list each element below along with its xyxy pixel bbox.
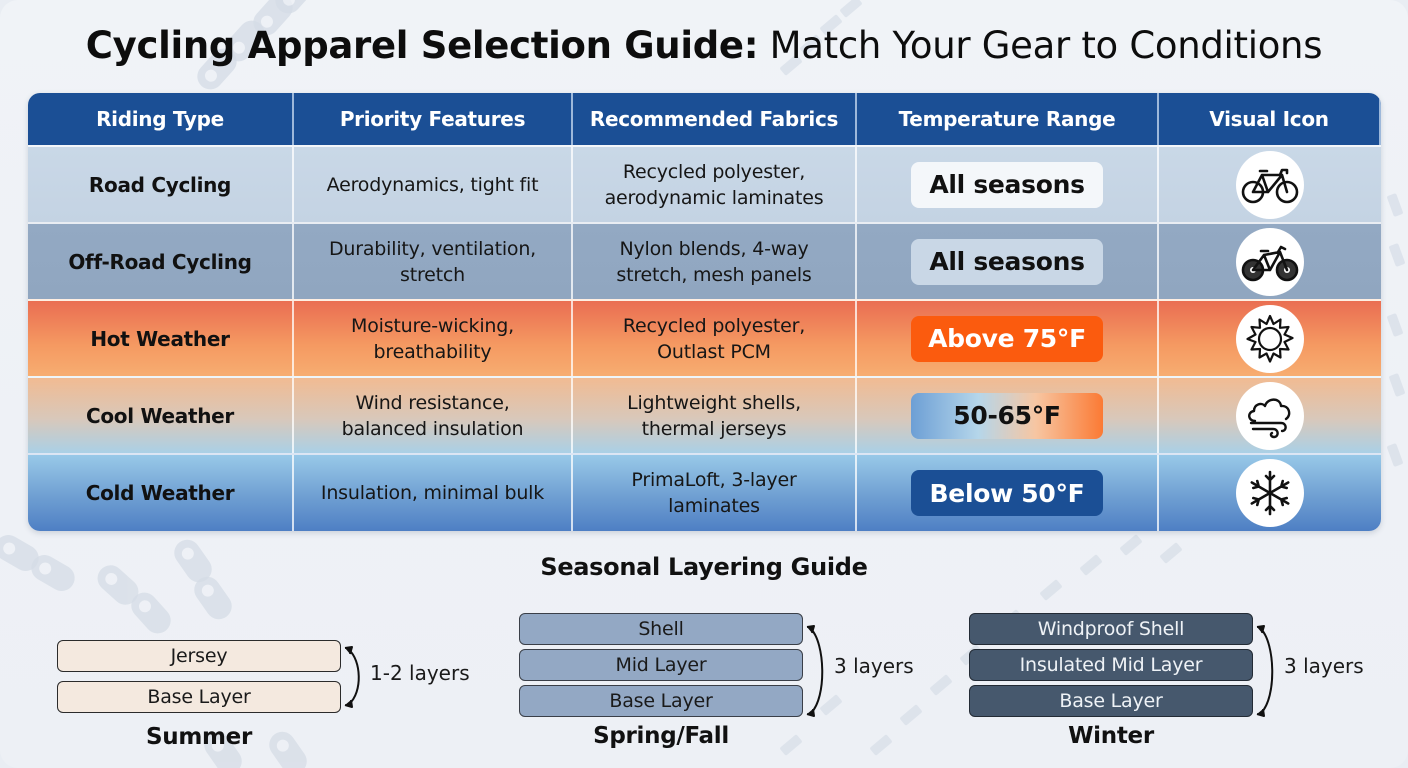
recommended-fabrics: Lightweight shells, thermal jerseys [627,391,801,440]
recommended-fabrics: PrimaLoft, 3-layer laminates [631,469,797,517]
layer-shell: Shell [519,613,803,645]
riding-type: Road Cycling [88,172,232,197]
season-summer: Jersey Base Layer 1-2 layers Summer [57,640,477,760]
table-row-cold-weather: Cold Weather Insulation, minimal bulk Pr… [28,453,1381,531]
priority-features: Aerodynamics, tight fit [326,173,539,196]
sun-icon [1236,304,1304,373]
header-priority-features: Priority Features [294,93,573,145]
recommended-fabrics: Recycled polyester, aerodynamic laminate… [604,160,824,209]
riding-type: Hot Weather [90,326,230,351]
priority-features: Durability, ventilation, stretch [328,237,537,286]
header-riding-type: Riding Type [28,93,294,145]
season-name: Summer [145,724,252,750]
title-subtitle: Match Your Gear to Conditions [758,24,1323,67]
header-temperature-range: Temperature Range [857,93,1159,145]
header-visual-icon: Visual Icon [1159,93,1381,145]
layer-mid: Mid Layer [519,649,803,681]
table-row-cool-weather: Cool Weather Wind resistance, balanced i… [28,376,1381,453]
season-spring-fall: Shell Mid Layer Base Layer 3 layers Spri… [519,613,939,763]
temperature-badge: 50-65°F [911,392,1103,439]
layer-base: Base Layer [969,685,1253,717]
layer-base: Base Layer [57,681,341,713]
temperature-badge: All seasons [911,238,1103,285]
layer-jersey: Jersey [57,640,341,672]
layer-windproof-shell: Windproof Shell [969,613,1253,645]
cloud-wind-icon [1236,381,1304,450]
season-name: Winter [1068,723,1154,749]
temperature-badge: Below 50°F [911,470,1103,516]
page-title: Cycling Apparel Selection Guide: Match Y… [0,24,1408,67]
recommended-fabrics: Recycled polyester, Outlast PCM [622,314,806,363]
apparel-table: Riding Type Priority Features Recommende… [28,93,1381,531]
table-row-off-road-cycling: Off-Road Cycling Durability, ventilation… [28,222,1381,299]
riding-type: Off-Road Cycling [68,249,252,274]
header-recommended-fabrics: Recommended Fabrics [573,93,857,145]
temperature-badge: Above 75°F [911,315,1103,362]
season-winter: Windproof Shell Insulated Mid Layer Base… [969,613,1389,763]
priority-features: Wind resistance, balanced insulation [341,391,524,440]
layer-insulated-mid: Insulated Mid Layer [969,649,1253,681]
road-bike-icon [1236,150,1304,219]
layering-guide-title: Seasonal Layering Guide [540,553,868,581]
title-bold: Cycling Apparel Selection Guide: [85,24,759,67]
priority-features: Insulation, minimal bulk [320,482,545,504]
season-name: Spring/Fall [593,723,729,749]
double-arrow-icon [344,646,360,708]
riding-type: Cold Weather [85,481,235,505]
double-arrow-icon [1256,625,1274,717]
snowflake-icon [1236,459,1304,527]
layer-count: 1-2 layers [370,661,470,685]
double-arrow-icon [806,625,824,717]
layer-count: 3 layers [1284,654,1364,678]
recommended-fabrics: Nylon blends, 4-way stretch, mesh panels [616,237,812,286]
priority-features: Moisture-wicking, breathability [351,314,514,363]
layer-base: Base Layer [519,685,803,717]
riding-type: Cool Weather [85,403,234,428]
table-row-road-cycling: Road Cycling Aerodynamics, tight fit Rec… [28,145,1381,222]
temperature-badge: All seasons [911,161,1103,208]
table-header-row: Riding Type Priority Features Recommende… [28,93,1381,145]
layer-count: 3 layers [834,654,914,678]
table-row-hot-weather: Hot Weather Moisture-wicking, breathabil… [28,299,1381,376]
mountain-bike-icon [1236,227,1304,296]
